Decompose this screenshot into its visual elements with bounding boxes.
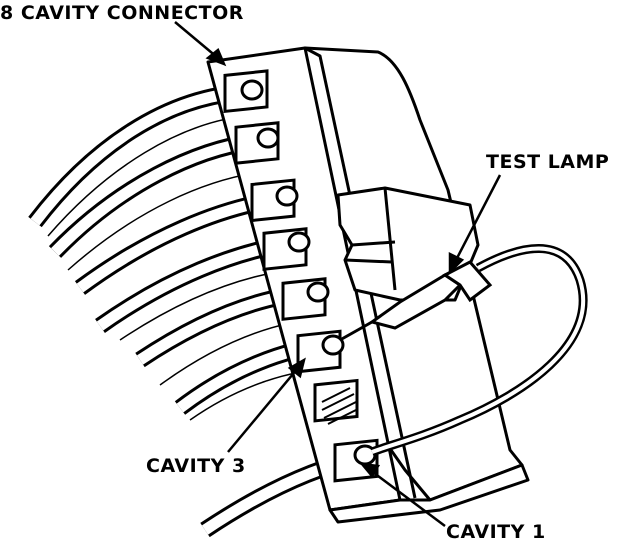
empty-cavity-hatch (321, 387, 357, 425)
label-cavity-1: CAVITY 1 (446, 521, 546, 542)
label-test-lamp: TEST LAMP (486, 151, 609, 173)
label-connector: 8 CAVITY CONNECTOR (0, 2, 244, 24)
cavity-2 (313, 378, 359, 423)
label-cavity-3: CAVITY 3 (146, 455, 246, 477)
leader-lines (174, 21, 502, 528)
test-lamp (339, 244, 588, 457)
wire-terminals (240, 79, 377, 466)
